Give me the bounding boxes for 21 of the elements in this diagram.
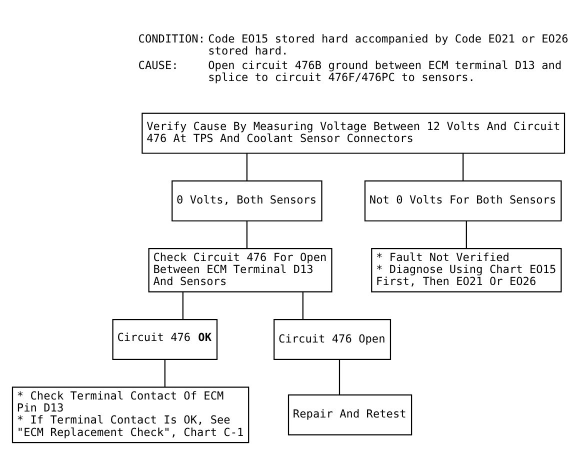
node-box: Circuit 476 OK	[112, 318, 218, 360]
connector	[246, 220, 248, 248]
node-box: 0 Volts, Both Sensors	[172, 180, 322, 222]
node-box: Circuit 476 Open	[274, 318, 392, 360]
connector	[302, 292, 304, 320]
node-box: Check Circuit 476 For Open Between ECM Terminal D13 And Sensors	[148, 248, 332, 292]
label: CAUSE:	[138, 59, 178, 72]
node-box: Repair And Retest	[288, 394, 412, 436]
label: Code EO15 stored hard accompanied by Code EO21 or EO26 stored hard.	[208, 32, 568, 58]
node-box: Verify Cause By Measuring Voltage Between 12 Volts And Circuit 476 At TPS And Coolant Sensor Connectors	[142, 112, 566, 154]
connector	[338, 360, 340, 395]
node-box: * Check Terminal Contact Of ECM Pin D13 * If Terminal Contact Is OK, See "ECM Replacement Check", Chart C-1	[12, 386, 250, 444]
node-box: * Fault Not Verified * Diagnose Using Chart EO15 First, Then EO21 Or EO26	[371, 248, 562, 292]
connector	[246, 154, 248, 181]
connector	[466, 220, 467, 248]
label: Open circuit 476B ground between ECM terminal D13 and splice to circuit 476F/476PC to sensors.	[208, 59, 562, 84]
node-box: Not 0 Volts For Both Sensors	[364, 180, 562, 222]
connector	[182, 292, 184, 320]
connector	[462, 154, 464, 181]
label: CONDITION:	[138, 32, 206, 46]
connector	[164, 360, 166, 387]
